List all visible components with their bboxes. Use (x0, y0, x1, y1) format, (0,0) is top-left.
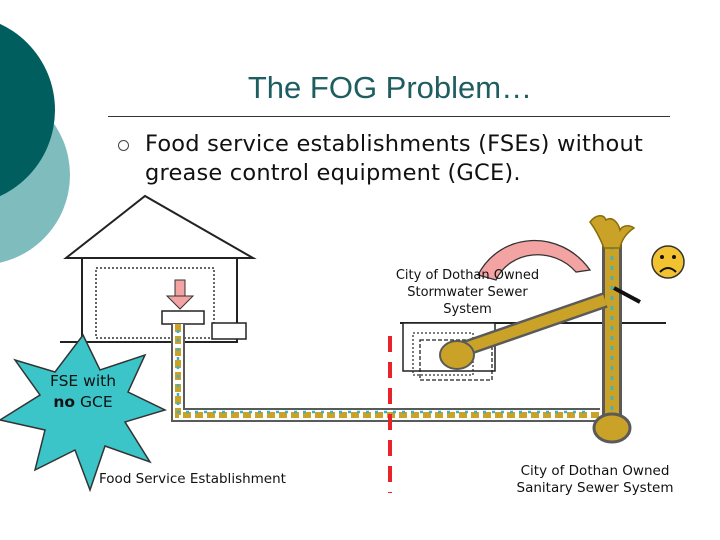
fog-diagram (0, 194, 685, 493)
stormwater-label-line2: Stormwater Sewer (407, 285, 528, 300)
burst-label-line2: no GCE (22, 392, 144, 413)
burst-label: FSE with no GCE (22, 371, 144, 413)
house-interior (95, 267, 215, 339)
sanitary-label: City of Dothan Owned Sanitary Sewer Syst… (505, 463, 685, 497)
slide-title: The FOG Problem… (247, 70, 533, 105)
stormwater-label-line3: System (443, 302, 492, 317)
grease-overflow (589, 215, 636, 249)
stormwater-label-line1: City of Dothan Owned (395, 268, 540, 283)
bullet-circle-icon (118, 140, 129, 151)
sanitary-label-line2: Sanitary Sewer System (516, 480, 674, 496)
fse-label: Food Service Establishment (99, 471, 286, 487)
burst-label-no: no (53, 393, 76, 411)
storm-grease-blob (439, 340, 475, 370)
manhole-lid (613, 286, 641, 304)
down-arrow-icon (165, 279, 195, 310)
sink (161, 310, 205, 325)
curved-arrow-icon (477, 239, 592, 281)
title-divider (108, 116, 670, 117)
burst-label-line1: FSE with (49, 372, 117, 390)
house-step (211, 322, 247, 340)
stormwater-label: City of Dothan Owned Stormwater Sewer Sy… (380, 267, 555, 318)
bullet-text: Food service establishments (FSEs) witho… (145, 131, 643, 186)
manhole-bottom (592, 412, 632, 444)
house-wall (81, 257, 238, 343)
burst-label-gce: GCE (75, 393, 113, 411)
sanitary-label-line1: City of Dothan Owned (520, 463, 670, 479)
starburst-icon (0, 333, 168, 493)
house-roof (63, 194, 257, 259)
decorative-circles (0, 23, 70, 263)
dark-circle (0, 23, 55, 197)
sad-face-icon (651, 245, 685, 279)
